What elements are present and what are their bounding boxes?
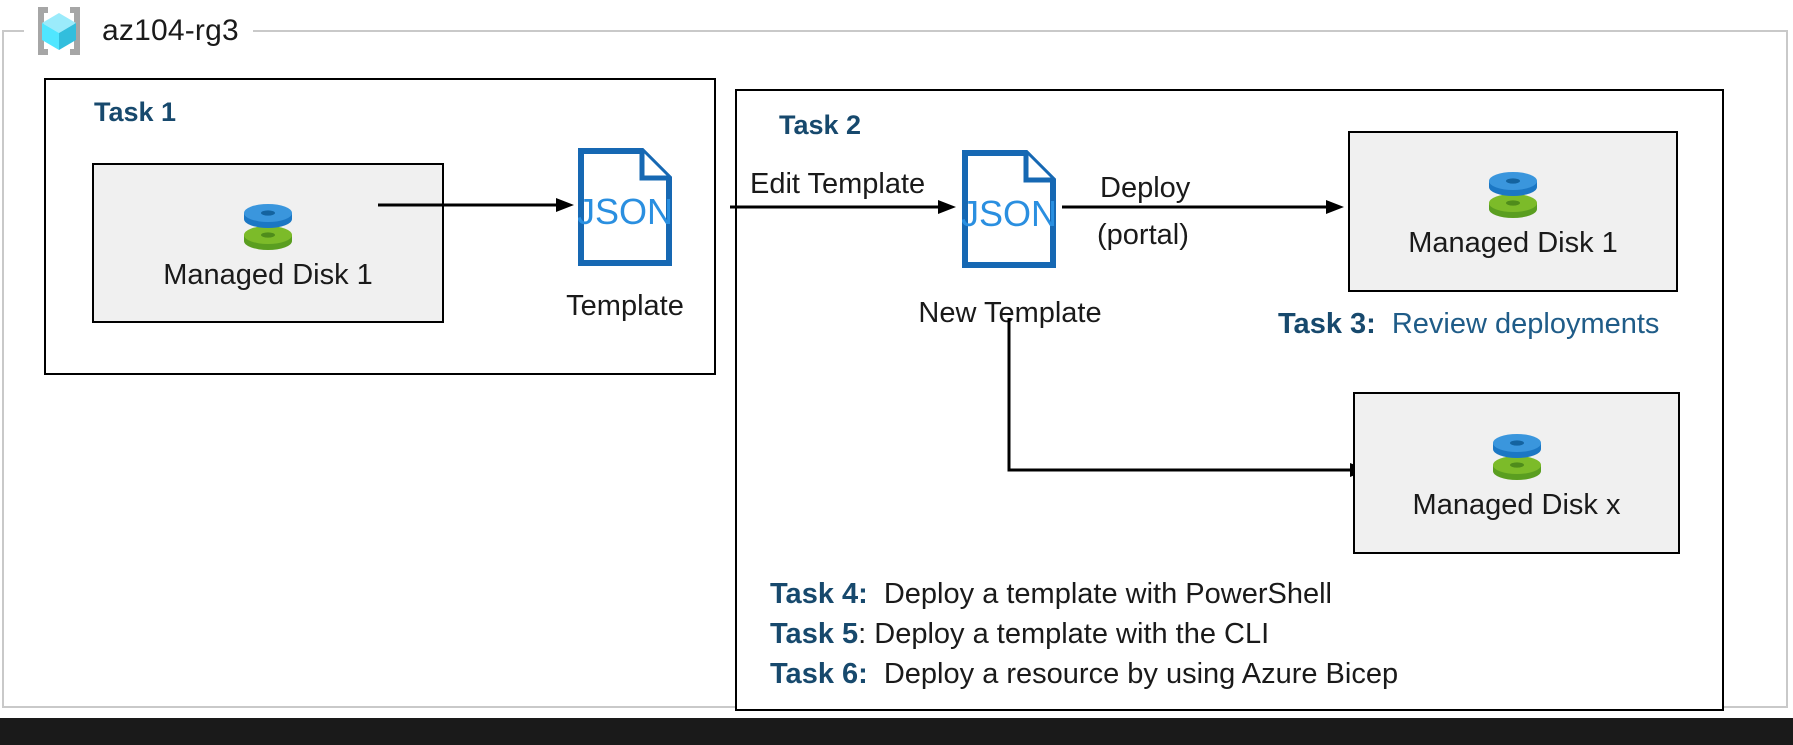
- azure-resource-group-icon: [30, 4, 88, 58]
- template-caption-task1: Template: [566, 290, 684, 322]
- resource-box-managed-disk-1-deployed: Managed Disk 1: [1348, 131, 1678, 292]
- managed-disk-icon: [1486, 425, 1548, 485]
- task-5-note: Task 5: Deploy a template with the CLI: [770, 618, 1269, 651]
- task-4-note: Task 4: Deploy a template with PowerShel…: [770, 578, 1332, 611]
- task-6-label: Task 6:: [770, 658, 868, 690]
- task-5-label: Task 5: [770, 618, 859, 650]
- task-3-body: Review deployments: [1391, 308, 1660, 340]
- resource-group-name: az104-rg3: [102, 14, 239, 47]
- deploy-label-line2: (portal): [1097, 219, 1189, 251]
- resource-group-header: az104-rg3: [30, 4, 239, 58]
- task-6-note: Task 6: Deploy a resource by using Azure…: [770, 658, 1398, 691]
- task-5-body: : Deploy a template with the CLI: [858, 618, 1270, 650]
- connector-deploy-portal: [1062, 197, 1348, 217]
- task-2-heading: Task 2: [779, 110, 862, 140]
- svg-text:JSON: JSON: [962, 193, 1056, 234]
- bottom-strip: [0, 718, 1793, 745]
- task-4-label: Task 4:: [770, 578, 868, 610]
- resource-label-managed-disk-x: Managed Disk x: [1412, 488, 1621, 521]
- connector-deploy-to-disk-x: [1006, 318, 1374, 484]
- connector-edit-template: [730, 197, 960, 217]
- resource-label-managed-disk-1-deployed: Managed Disk 1: [1408, 227, 1618, 259]
- resource-box-managed-disk-x: Managed Disk x: [1353, 392, 1680, 554]
- svg-text:JSON: JSON: [578, 191, 672, 232]
- managed-disk-icon: [1482, 163, 1544, 223]
- task-3-note: Task 3: Review deployments: [1278, 308, 1659, 341]
- json-template-icon-new: JSON: [962, 150, 1056, 268]
- deploy-label-line1: Deploy: [1100, 172, 1191, 204]
- resource-box-managed-disk-1-task1: Managed Disk 1: [92, 163, 444, 323]
- edit-template-label: Edit Template: [750, 168, 926, 200]
- managed-disk-icon: [237, 195, 299, 255]
- task-3-label: Task 3:: [1278, 308, 1376, 340]
- task-6-body: Deploy a resource by using Azure Bicep: [883, 658, 1399, 690]
- json-template-icon-task1: JSON: [578, 148, 672, 266]
- task-1-heading: Task 1: [94, 97, 177, 127]
- task-4-body: Deploy a template with PowerShell: [883, 578, 1332, 610]
- connector-disk-to-template: [378, 195, 578, 215]
- resource-label-managed-disk-1-task1: Managed Disk 1: [163, 258, 373, 291]
